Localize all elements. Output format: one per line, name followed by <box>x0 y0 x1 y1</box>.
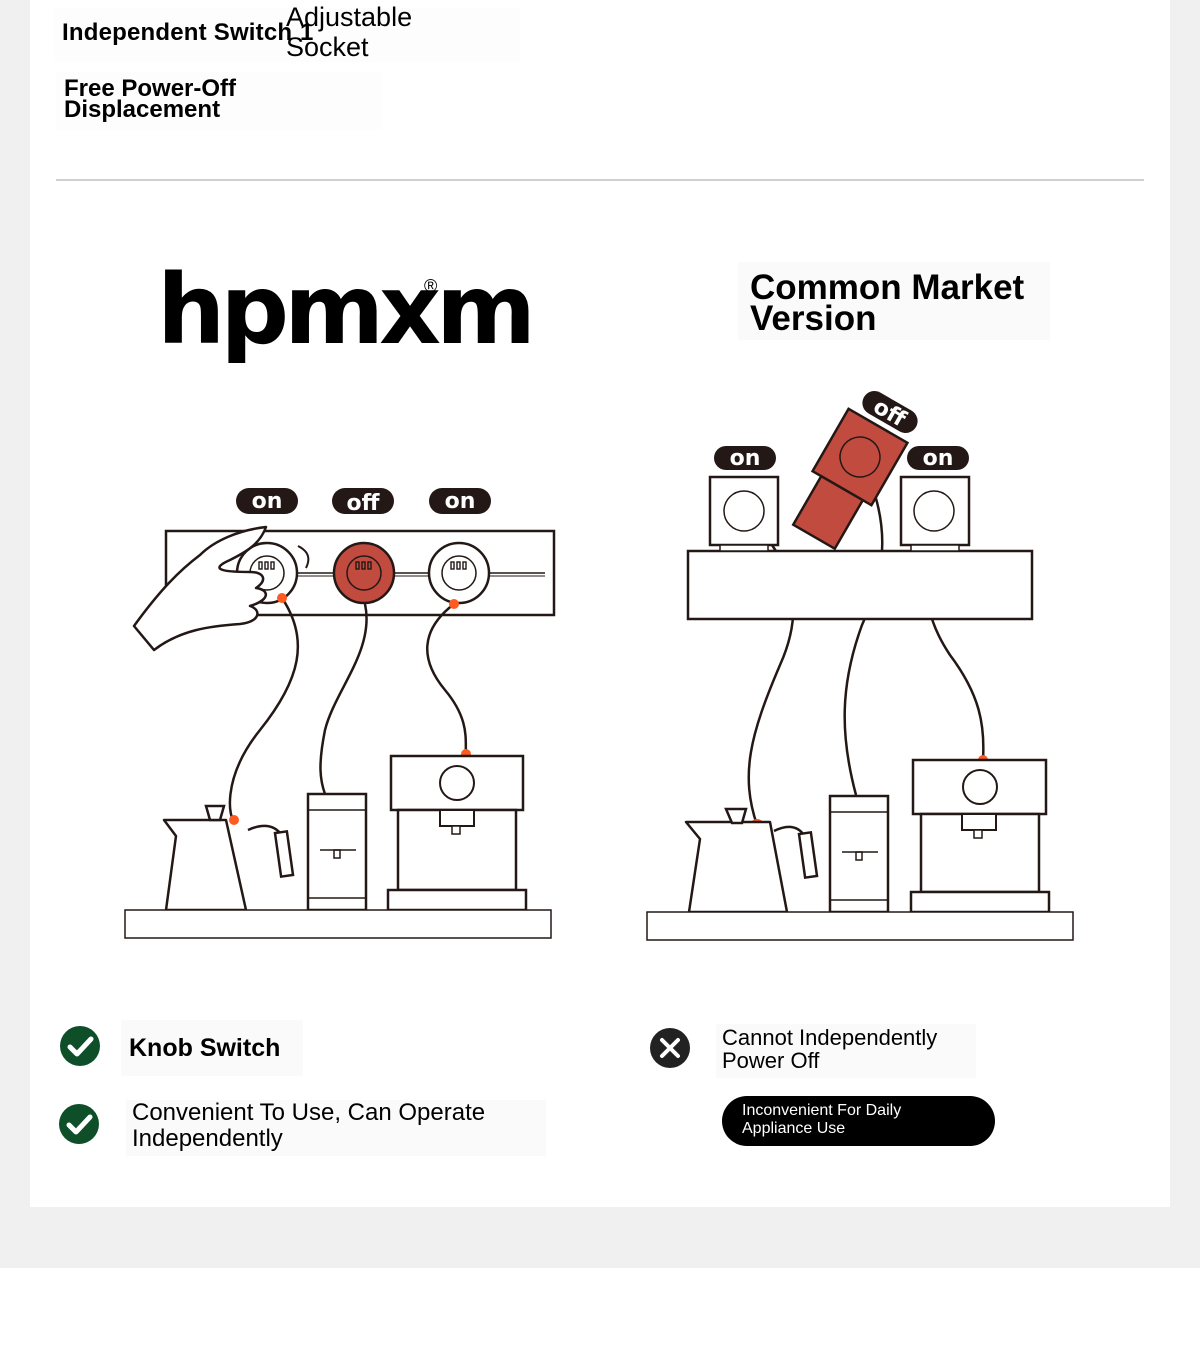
feature-tag-free <box>56 72 382 130</box>
left-label-on-2: on <box>445 489 476 514</box>
common-power-strip-illustration: on on off <box>646 391 1074 941</box>
convenient-bg <box>126 1100 546 1156</box>
inconvenient-badge <box>722 1096 995 1146</box>
convenient-label: Convenient To Use, Can Operate Independe… <box>132 1099 486 1152</box>
left-label-on-1: on <box>252 489 283 514</box>
competitor-title-bg <box>738 262 1050 340</box>
divider <box>56 179 1144 181</box>
right-label-on-1: on <box>730 446 761 471</box>
knob-switch-label: Knob Switch <box>129 1034 281 1062</box>
competitor-title: Common Market Version <box>750 268 1025 338</box>
close-icon <box>650 1028 690 1068</box>
knob-switch-bg <box>121 1020 303 1076</box>
feature-tag-independent <box>54 8 520 62</box>
hpmxm-power-strip-illustration: on off on <box>124 488 556 939</box>
adjustable-socket-label: Adjustable Socket <box>286 2 413 62</box>
check-icon <box>60 1026 100 1066</box>
check-icon <box>59 1104 99 1144</box>
independent-switch-label: Independent Switch <box>62 19 293 46</box>
registered-mark: ® <box>424 276 438 296</box>
right-label-on-2: on <box>923 446 954 471</box>
cannot-bg <box>716 1024 976 1078</box>
free-power-off-label: Free Power-Off Displacement <box>64 75 237 123</box>
left-label-off: off <box>347 491 381 516</box>
inconvenient-label: Inconvenient For Daily Appliance Use <box>742 1102 902 1137</box>
cannot-power-off-label: Cannot Independently Power Off <box>722 1025 938 1073</box>
brand-logo: hpmxm <box>157 254 536 366</box>
index-number: 1 <box>300 19 314 46</box>
left-state-labels: on off on <box>236 488 491 516</box>
